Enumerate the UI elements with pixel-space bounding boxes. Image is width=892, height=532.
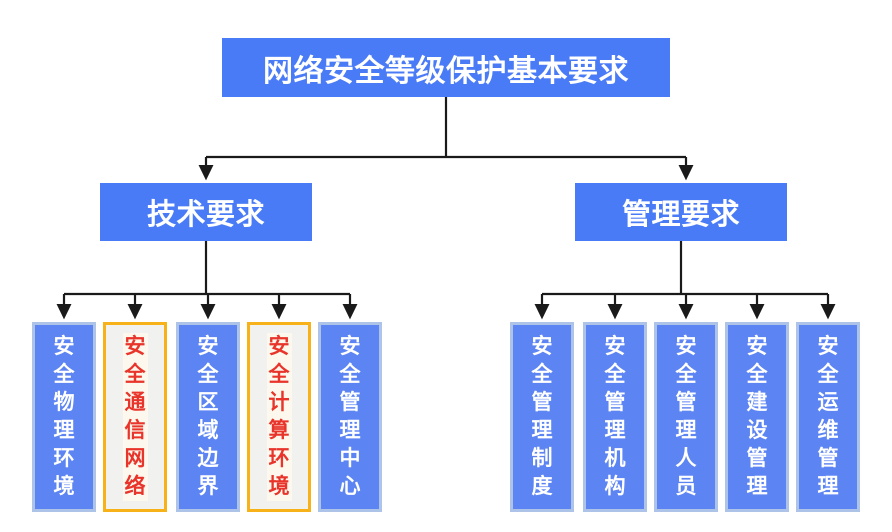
leaf-label: 安全计算环境 — [250, 325, 308, 509]
leaf-label-char: 管 — [675, 391, 697, 415]
leaf-label-char: 理 — [604, 419, 626, 442]
leaf-label-char: 管 — [746, 446, 768, 470]
leaf-node-construction-management[interactable]: 安全建设管理 — [725, 322, 789, 512]
leaf-label-char: 中 — [339, 446, 361, 470]
leaf-label-char: 信 — [122, 417, 148, 445]
leaf-label-char: 安 — [197, 335, 219, 359]
leaf-label-char: 理 — [675, 419, 697, 442]
leaf-label-char: 度 — [531, 474, 553, 498]
leaf-label-char: 安 — [266, 333, 292, 362]
leaf-label-char: 管 — [339, 391, 361, 415]
leaf-node-area-boundary[interactable]: 安全区域边界 — [176, 322, 240, 512]
leaf-node-management-system[interactable]: 安全管理制度 — [510, 322, 574, 512]
leaf-node-management-center[interactable]: 安全管理中心 — [318, 322, 382, 512]
leaf-label-char: 全 — [339, 363, 361, 387]
leaf-label-char: 安 — [53, 335, 75, 359]
leaf-label-char: 全 — [817, 363, 839, 387]
leaf-label-char: 安 — [604, 335, 626, 359]
leaf-label-char: 全 — [197, 363, 219, 387]
leaf-label-char: 环 — [53, 446, 75, 470]
leaf-label-char: 安 — [746, 335, 768, 359]
leaf-node-operation-management[interactable]: 安全运维管理 — [796, 322, 860, 512]
leaf-label-char: 制 — [531, 446, 553, 470]
leaf-label-char: 管 — [817, 446, 839, 470]
leaf-label-char: 域 — [197, 419, 219, 442]
leaf-label: 安全运维管理 — [799, 325, 857, 509]
root-node-title[interactable]: 网络安全等级保护基本要求 — [222, 38, 670, 97]
leaf-label-char: 理 — [531, 419, 553, 442]
leaf-label-char: 全 — [122, 361, 148, 390]
leaf-label-char: 建 — [746, 391, 768, 415]
leaf-label-char: 边 — [197, 446, 219, 470]
leaf-label-char: 通 — [122, 389, 148, 417]
leaf-label-char: 境 — [53, 474, 75, 498]
leaf-label-char: 构 — [604, 474, 626, 498]
leaf-label-char: 维 — [817, 419, 839, 442]
leaf-label: 安全区域边界 — [179, 325, 237, 509]
leaf-node-computing-environment[interactable]: 安全计算环境 — [247, 322, 311, 512]
leaf-label-char: 管 — [531, 391, 553, 415]
leaf-label-char: 网 — [122, 444, 148, 473]
leaf-label-char: 安 — [531, 335, 553, 359]
leaf-label-char: 理 — [817, 474, 839, 498]
leaf-label-char: 员 — [675, 474, 697, 498]
leaf-label-char: 理 — [53, 419, 75, 442]
leaf-label: 安全管理机构 — [586, 325, 644, 509]
leaf-label-char: 理 — [746, 474, 768, 498]
leaf-label-char: 机 — [604, 446, 626, 470]
leaf-label: 安全管理人员 — [657, 325, 715, 509]
leaf-node-management-organization[interactable]: 安全管理机构 — [583, 322, 647, 512]
leaf-label: 安全通信网络 — [106, 325, 164, 509]
leaf-label-char: 心 — [339, 474, 361, 498]
leaf-label-char: 运 — [817, 391, 839, 415]
leaf-node-communication-network[interactable]: 安全通信网络 — [103, 322, 167, 512]
leaf-label-char: 物 — [53, 391, 75, 415]
leaf-label-char: 设 — [746, 419, 768, 442]
leaf-node-physical-environment[interactable]: 安全物理环境 — [32, 322, 96, 512]
leaf-label-char: 安 — [817, 335, 839, 359]
leaf-label-char: 计 — [266, 389, 292, 417]
branch-node-technical[interactable]: 技术要求 — [100, 183, 312, 241]
leaf-label-char: 安 — [675, 335, 697, 359]
leaf-label-char: 境 — [266, 472, 292, 501]
branch-node-management[interactable]: 管理要求 — [575, 183, 787, 241]
leaf-label-char: 全 — [675, 363, 697, 387]
leaf-node-management-personnel[interactable]: 安全管理人员 — [654, 322, 718, 512]
leaf-label-char: 环 — [266, 444, 292, 473]
leaf-label-char: 络 — [122, 472, 148, 501]
leaf-label: 安全建设管理 — [728, 325, 786, 509]
leaf-label-char: 全 — [53, 363, 75, 387]
leaf-label-char: 管 — [604, 391, 626, 415]
leaf-label: 安全管理中心 — [321, 325, 379, 509]
leaf-label-char: 理 — [339, 419, 361, 442]
leaf-label-char: 全 — [531, 363, 553, 387]
leaf-label-char: 全 — [266, 361, 292, 390]
leaf-label-char: 算 — [266, 417, 292, 445]
leaf-label-char: 人 — [675, 446, 697, 470]
leaf-label-char: 全 — [746, 363, 768, 387]
leaf-label-char: 安 — [122, 333, 148, 362]
leaf-label-char: 界 — [197, 474, 219, 498]
leaf-label-char: 安 — [339, 335, 361, 359]
leaf-label: 安全管理制度 — [513, 325, 571, 509]
leaf-label: 安全物理环境 — [35, 325, 93, 509]
leaf-label-char: 区 — [197, 391, 219, 415]
leaf-label-char: 全 — [604, 363, 626, 387]
